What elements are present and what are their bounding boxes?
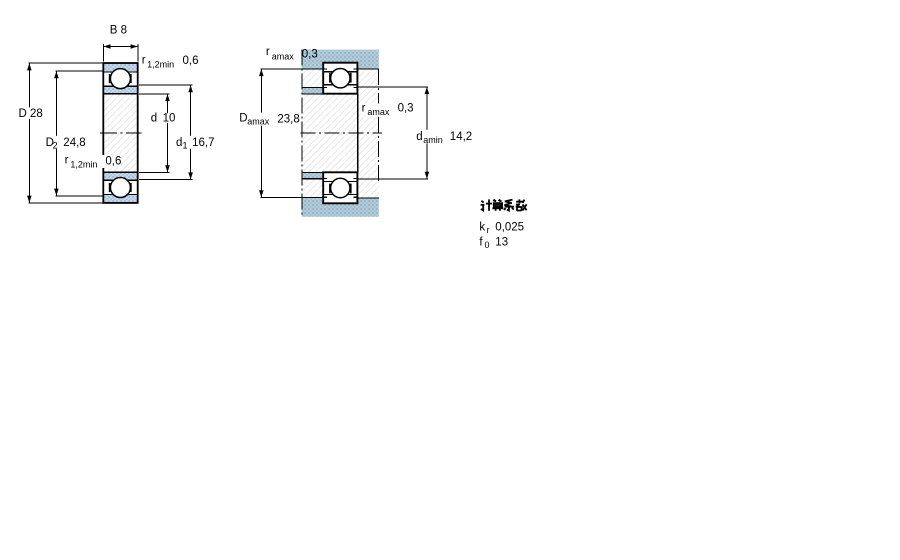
svg-text:k: k xyxy=(479,222,485,234)
svg-text:f: f xyxy=(479,237,483,249)
svg-text:0,6: 0,6 xyxy=(105,156,121,168)
svg-text:r: r xyxy=(142,54,146,66)
svg-text:0,3: 0,3 xyxy=(398,103,414,115)
svg-text:0: 0 xyxy=(485,240,490,250)
svg-text:23,8: 23,8 xyxy=(277,113,299,125)
svg-text:D: D xyxy=(239,113,247,125)
svg-text:d: d xyxy=(176,137,182,149)
svg-text:amax: amax xyxy=(367,107,390,117)
svg-text:r: r xyxy=(266,46,270,58)
svg-text:D 28: D 28 xyxy=(19,108,43,120)
svg-text:r: r xyxy=(487,225,490,235)
svg-text:10: 10 xyxy=(163,113,176,125)
svg-text:amax: amax xyxy=(247,117,270,127)
svg-text:d: d xyxy=(416,131,422,143)
svg-text:1: 1 xyxy=(183,141,188,151)
svg-text:r: r xyxy=(362,103,366,115)
svg-text:0,6: 0,6 xyxy=(183,55,199,67)
svg-text:14,2: 14,2 xyxy=(450,131,472,143)
svg-text:16,7: 16,7 xyxy=(192,137,214,149)
svg-text:d: d xyxy=(151,113,157,125)
svg-text:B 8: B 8 xyxy=(110,25,127,37)
svg-text:1,2min: 1,2min xyxy=(147,59,174,69)
svg-text:0,025: 0,025 xyxy=(495,222,524,234)
svg-text:0,3: 0,3 xyxy=(302,49,318,61)
svg-text:24,8: 24,8 xyxy=(63,137,85,149)
svg-text:amax: amax xyxy=(272,52,295,62)
svg-text:13: 13 xyxy=(495,237,508,249)
svg-text:r: r xyxy=(65,154,69,166)
svg-text:1,2min: 1,2min xyxy=(70,159,97,169)
svg-text:D: D xyxy=(46,137,54,149)
svg-text:2: 2 xyxy=(53,141,58,151)
svg-text:amin: amin xyxy=(423,135,443,145)
